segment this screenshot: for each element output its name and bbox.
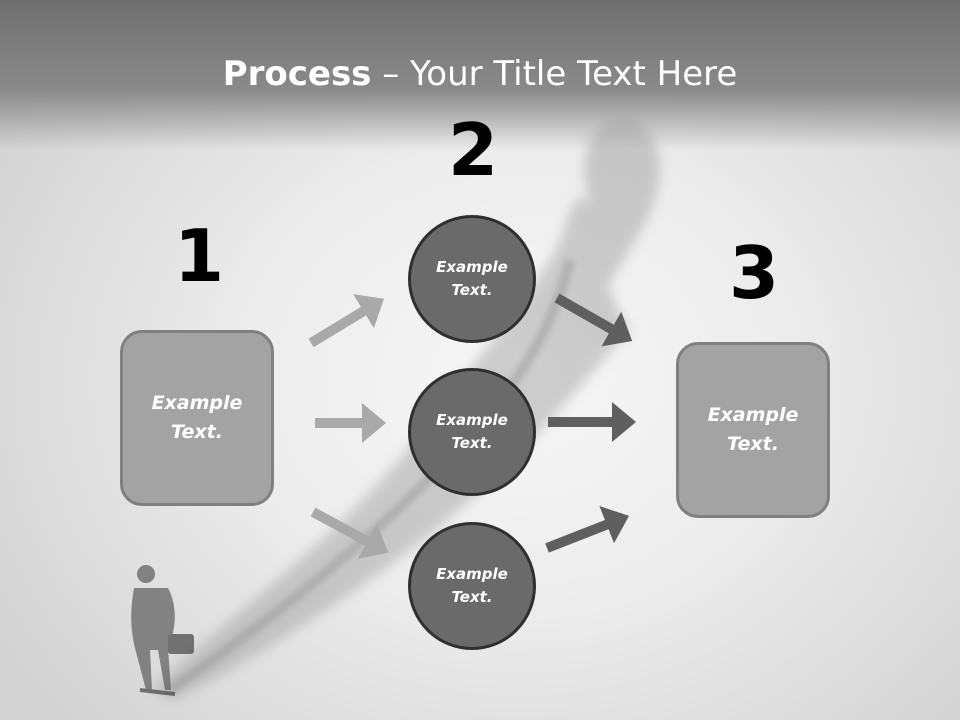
slide-title: Process – Your Title Text Here — [0, 52, 960, 96]
step-2-circle-middle: Example Text. — [408, 368, 536, 496]
arrow-1-to-2a — [308, 294, 384, 348]
title-bold: Process — [222, 54, 372, 94]
shadow-silhouette — [150, 118, 660, 700]
title-rest: – Your Title Text Here — [371, 54, 738, 94]
circle-top-label: Example Text. — [436, 258, 508, 299]
step-number-2: 2 — [447, 108, 499, 192]
step-2-circle-bottom: Example Text. — [408, 522, 536, 650]
arrow-2a-to-3 — [554, 293, 633, 347]
arrow-2c-to-3 — [545, 506, 630, 553]
circle-middle-label: Example Text. — [436, 411, 508, 452]
step-1-label: Example Text. — [151, 392, 243, 443]
step-number-3: 3 — [728, 231, 780, 315]
circle-bottom-label: Example Text. — [436, 565, 508, 606]
step-2-circle-top: Example Text. — [408, 215, 536, 343]
title-band — [0, 0, 960, 150]
arrow-1-to-2c — [310, 507, 389, 559]
step-3-label: Example Text. — [707, 404, 799, 455]
step-number-1: 1 — [173, 214, 225, 298]
businessman-icon — [131, 565, 194, 696]
step-3-box: Example Text. — [676, 342, 830, 518]
step-1-box: Example Text. — [120, 330, 274, 506]
